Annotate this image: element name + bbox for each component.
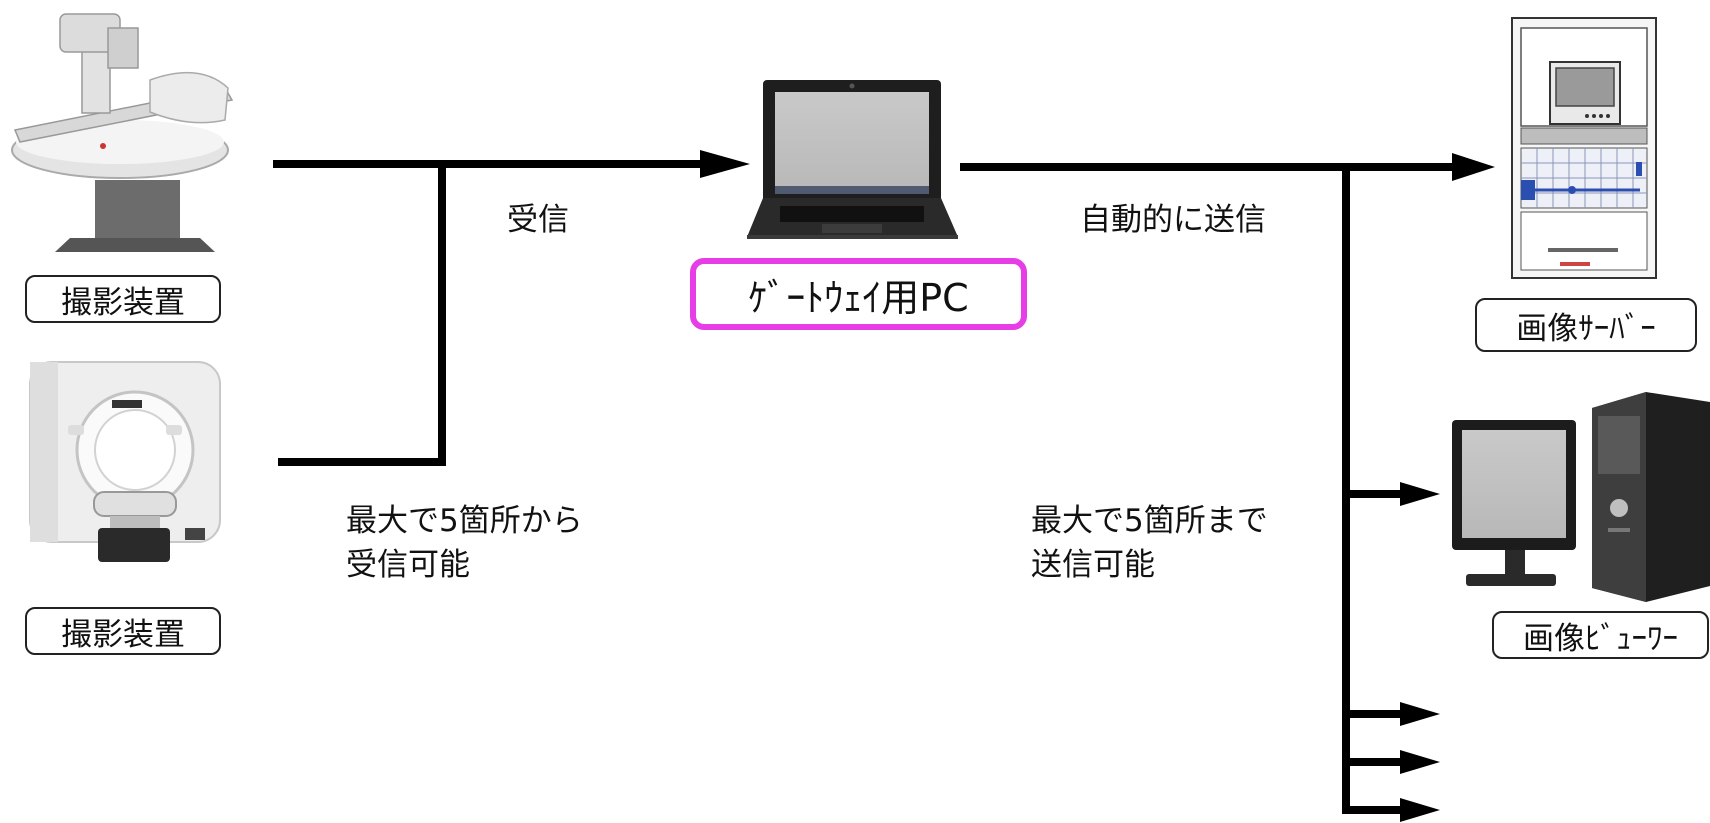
xray-machine-icon (11, 13, 234, 252)
receive-label: 受信 (507, 202, 569, 238)
ct-scanner-icon (29, 361, 221, 562)
modality-label-2-text: 撮影装置 (61, 616, 185, 653)
auto-send-label: 自動的に送信 (1080, 202, 1266, 238)
viewer-label-text: 画像ﾋﾞｭｰﾜｰ (1523, 620, 1678, 657)
viewer-label: 画像ﾋﾞｭｰﾜｰ (1492, 611, 1709, 659)
laptop-icon (747, 80, 958, 239)
receive-note-line2: 受信可能 (346, 547, 470, 583)
server-rack-icon (1511, 17, 1657, 279)
receive-note-line1: 最大で5箇所から (346, 503, 583, 539)
desktop-pc-icon (1452, 392, 1710, 602)
modality-label-1: 撮影装置 (25, 275, 221, 323)
gateway-label: ｹﾞｰﾄｳｪｲ用PC (690, 258, 1027, 330)
server-label: 画像ｻｰﾊﾞｰ (1475, 298, 1697, 352)
modality-label-2: 撮影装置 (25, 607, 221, 655)
server-label-text: 画像ｻｰﾊﾞｰ (1516, 310, 1656, 347)
connection-lines (273, 160, 1458, 814)
send-note-line1: 最大で5箇所まで (1031, 503, 1268, 539)
arrowheads (700, 150, 1495, 822)
send-note-line2: 送信可能 (1031, 547, 1155, 583)
modality-label-1-text: 撮影装置 (61, 284, 185, 321)
gateway-label-text: ｹﾞｰﾄｳｪｲ用PC (748, 275, 969, 320)
